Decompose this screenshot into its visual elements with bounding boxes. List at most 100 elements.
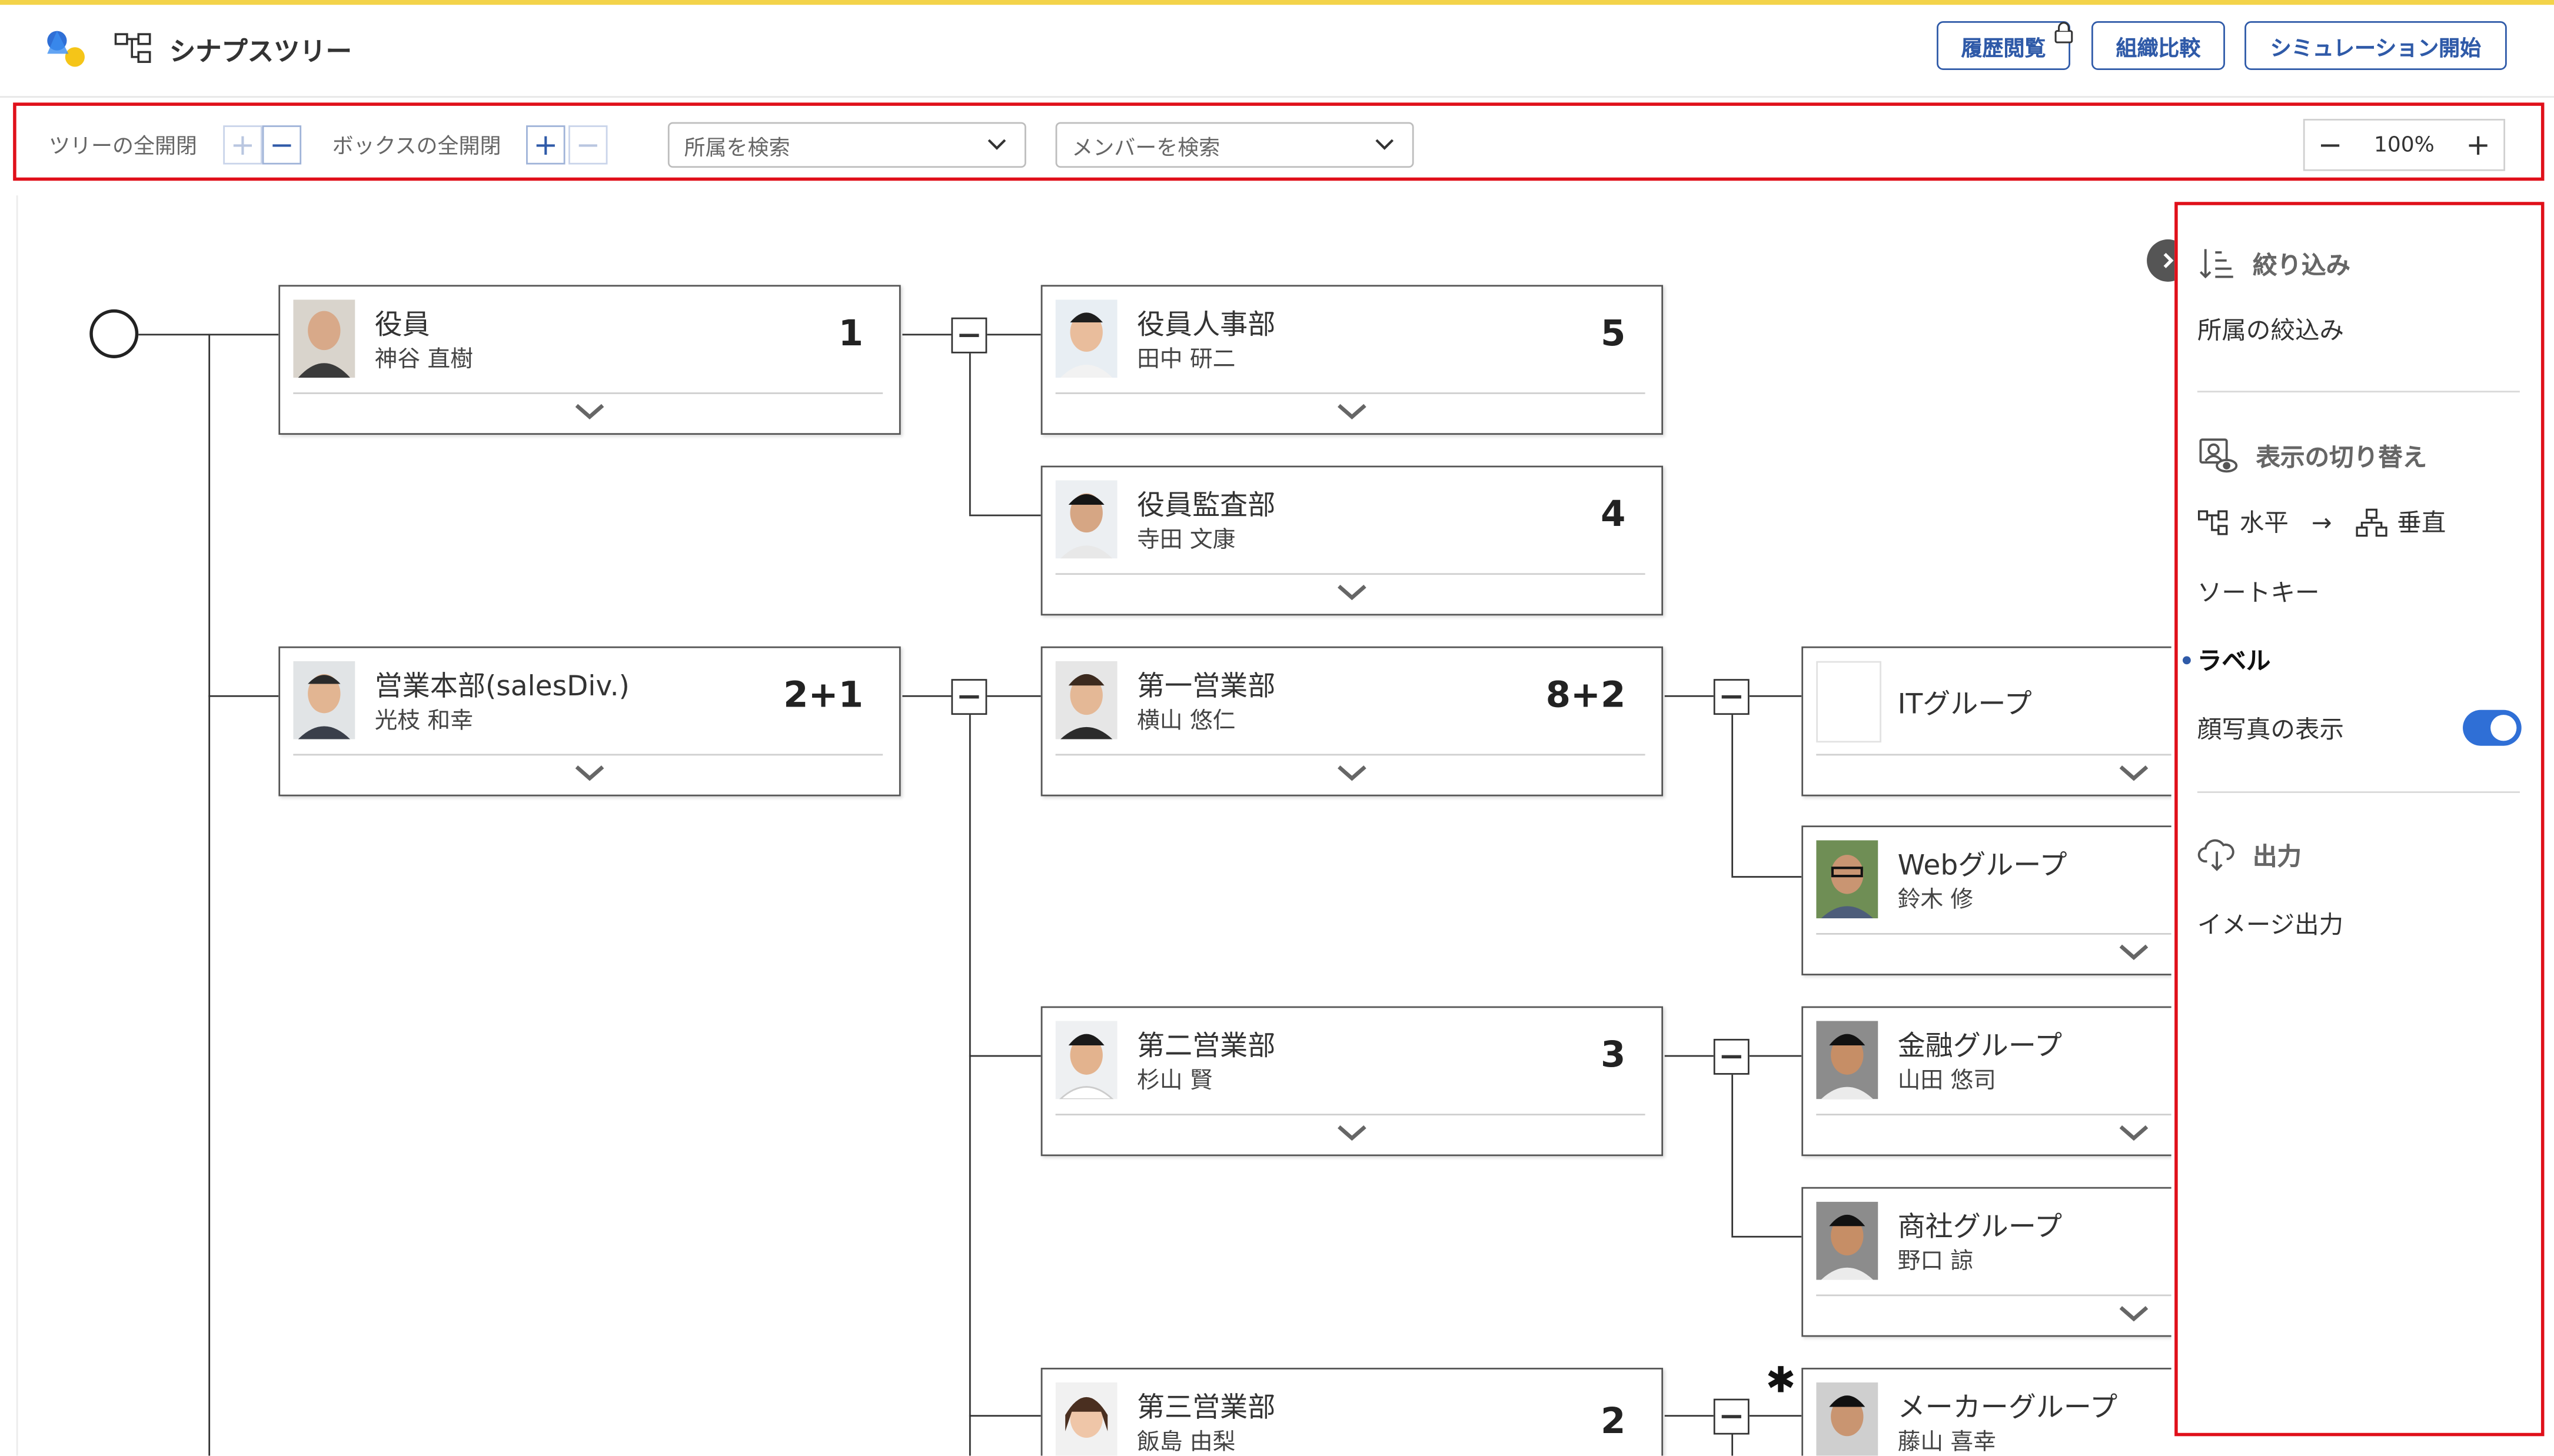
active-dot [2182, 656, 2191, 665]
tree-expand-all-button[interactable]: + [223, 125, 262, 165]
node-name: 第二営業部 [1136, 1031, 1276, 1064]
avatar [1816, 840, 1878, 919]
avatar [1816, 1201, 1878, 1280]
dept-filter-link[interactable]: 所属の絞込み [2197, 315, 2345, 345]
org-node[interactable]: 第二営業部 杉山 賢 3 [1040, 1006, 1664, 1157]
chevron-down-icon[interactable] [2116, 1122, 2152, 1145]
connector [1664, 695, 1714, 698]
tree-toggle-label: ツリーの全開閉 [49, 135, 197, 160]
node-person: 鈴木 修 [1897, 887, 1974, 914]
connector [208, 695, 279, 698]
node-name: 役員 [374, 309, 430, 342]
collapse-toggle[interactable] [1713, 679, 1750, 715]
side-panel: 絞り込み 所属の絞込み 表示の切り替え 水平 → 垂直 ソートキー ラベル 顔写… [2174, 202, 2545, 1437]
root-node-circle[interactable] [89, 309, 139, 358]
node-count: 1 [838, 314, 863, 355]
chevron-down-icon[interactable] [2116, 762, 2152, 785]
node-count: 4 [1600, 495, 1626, 536]
node-person: 飯島 由梨 [1136, 1430, 1236, 1456]
node-name: Webグループ [1897, 849, 2067, 883]
avatar [1816, 1382, 1878, 1456]
changed-marker: ✱ [1765, 1361, 1796, 1402]
app-title: シナプスツリー [169, 35, 352, 67]
connector [969, 351, 972, 515]
node-count: 8+2 [1545, 675, 1626, 717]
node-divider [1816, 1294, 2171, 1297]
node-count: 2+1 [783, 675, 863, 717]
node-person: 杉山 賢 [1136, 1068, 1213, 1095]
photo-toggle-switch[interactable] [2463, 709, 2522, 746]
org-node[interactable]: 営業本部(salesDiv.) 光枝 和幸 2+1 [278, 646, 901, 797]
chevron-right-icon [2163, 252, 2174, 268]
node-divider [1055, 1114, 1645, 1116]
org-node[interactable]: Webグループ 鈴木 修 [1801, 825, 2171, 975]
top-accent-stripe [0, 0, 2554, 5]
org-node[interactable]: 役員人事部 田中 研二 5 [1040, 285, 1664, 435]
node-name: 金融グループ [1897, 1031, 2063, 1064]
compare-button-label: 組織比較 [2116, 36, 2201, 61]
node-count: 5 [1600, 314, 1626, 355]
chevron-down-icon[interactable] [572, 762, 608, 785]
connector [969, 1055, 1041, 1058]
tree-collapse-all-button[interactable]: − [262, 125, 302, 165]
zoom-level: 100% [2373, 132, 2435, 158]
orientation-toggle[interactable]: 水平 → 垂直 [2197, 505, 2446, 539]
member-search-select[interactable]: メンバーを検索 [1055, 122, 1414, 168]
chevron-down-icon[interactable] [2116, 1302, 2152, 1325]
simulation-button-label: シミュレーション開始 [2270, 36, 2482, 61]
collapse-toggle[interactable] [951, 679, 987, 715]
box-collapse-all-button[interactable]: − [568, 125, 608, 165]
avatar [1055, 1382, 1118, 1456]
member-search-placeholder: メンバーを検索 [1072, 136, 1221, 161]
vertical-label: 垂直 [2397, 508, 2446, 538]
dept-search-placeholder: 所属を検索 [684, 136, 790, 161]
node-person: 藤山 喜幸 [1897, 1430, 1996, 1456]
connector [1749, 1055, 1802, 1058]
toolbar: ツリーの全開閉 + − ボックスの全開閉 + − 所属を検索 メンバーを検索 −… [13, 102, 2545, 181]
box-expand-all-button[interactable]: + [526, 125, 566, 165]
sort-key-link[interactable]: ソートキー [2197, 578, 2320, 608]
org-node[interactable]: メーカーグループ 藤山 喜幸 [1801, 1368, 2171, 1456]
org-tree-canvas[interactable]: ✱ 役員 神谷 直樹 1 役員人事部 田中 研二 5 役員監査部 寺田 文康 4 [16, 195, 2171, 1456]
zoom-out-button[interactable]: − [2317, 128, 2343, 162]
node-name: 営業本部(salesDiv.) [374, 671, 630, 704]
collapse-toggle[interactable] [951, 317, 987, 354]
compare-button[interactable]: 組織比較 [2091, 21, 2225, 71]
org-node[interactable]: 役員監査部 寺田 文康 4 [1040, 465, 1664, 616]
org-node[interactable]: ITグループ [1801, 646, 2171, 797]
avatar [1055, 1021, 1118, 1100]
org-node[interactable]: 第一営業部 横山 悠仁 8+2 [1040, 646, 1664, 797]
chevron-down-icon[interactable] [1334, 762, 1370, 785]
collapse-toggle[interactable] [1713, 1398, 1750, 1435]
chevron-down-icon[interactable] [1334, 401, 1370, 424]
history-button[interactable]: 履歴閲覧 [1937, 21, 2071, 71]
chevron-down-icon[interactable] [572, 401, 608, 424]
chevron-down-icon [1375, 139, 1394, 150]
arrow-label: → [2311, 507, 2332, 537]
chevron-down-icon[interactable] [1334, 1122, 1370, 1145]
node-person: 光枝 和幸 [374, 708, 473, 735]
simulation-button[interactable]: シミュレーション開始 [2244, 21, 2507, 71]
node-count: 3 [1600, 1035, 1626, 1077]
collapse-toggle[interactable] [1713, 1038, 1750, 1075]
node-divider [1816, 754, 2171, 756]
vertical-tree-icon [2355, 508, 2387, 536]
zoom-in-button[interactable]: + [2466, 128, 2491, 162]
avatar [1816, 1021, 1878, 1100]
org-node[interactable]: 第三営業部 飯島 由梨 2 [1040, 1368, 1664, 1456]
chevron-down-icon[interactable] [1334, 581, 1370, 604]
node-name: 第三営業部 [1136, 1392, 1276, 1425]
org-node[interactable]: 役員 神谷 直樹 1 [278, 285, 901, 435]
cloud-download-icon [2197, 839, 2234, 871]
chevron-down-icon[interactable] [2116, 941, 2152, 964]
label-link[interactable]: ラベル [2197, 646, 2271, 676]
sort-filter-icon [2200, 249, 2233, 279]
display-heading: 表示の切り替え [2197, 437, 2427, 475]
display-toggle-icon [2199, 438, 2238, 473]
org-node[interactable]: 金融グループ 山田 悠司 [1801, 1006, 2171, 1157]
image-output-link[interactable]: イメージ出力 [2197, 910, 2344, 940]
connector [1664, 1415, 1714, 1417]
org-node[interactable]: 商社グループ 野口 諒 [1801, 1187, 2171, 1337]
dept-search-select[interactable]: 所属を検索 [667, 122, 1026, 168]
zoom-control: − 100% + [2303, 119, 2506, 171]
